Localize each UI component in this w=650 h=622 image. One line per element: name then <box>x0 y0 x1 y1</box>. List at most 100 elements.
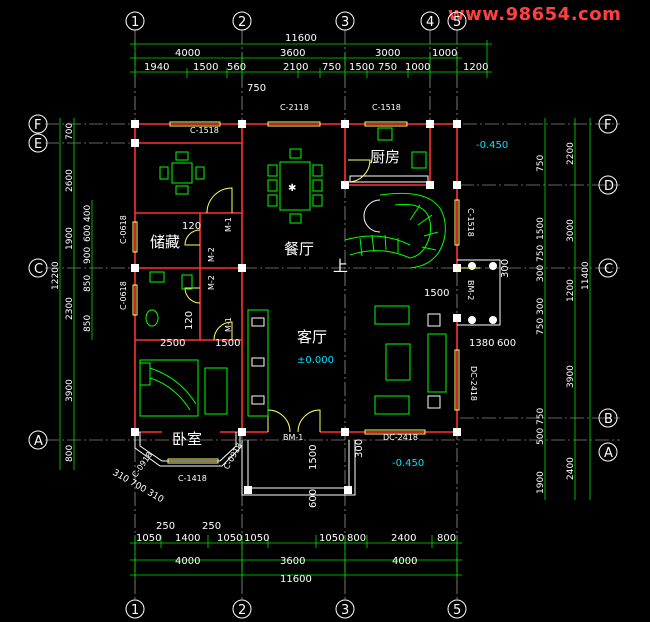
axis-right-D: D <box>604 179 614 194</box>
label-up: 上 <box>333 257 348 275</box>
dim-right-500: 500 <box>536 428 546 445</box>
label-1380: 1380 <box>469 338 494 349</box>
dim-right-1500: 1500 <box>536 217 546 240</box>
axis-left-C: C <box>34 262 43 277</box>
dim-right-2200: 2200 <box>566 142 576 165</box>
dim-top-1200: 1200 <box>463 62 488 73</box>
dim-bot-total: 11600 <box>280 574 312 585</box>
axis-right-A: A <box>604 446 613 461</box>
dim-top-1000b: 1000 <box>405 62 430 73</box>
dim-left-total: 12200 <box>51 261 61 290</box>
dim-top-3600: 3600 <box>280 48 305 59</box>
label-300-b: 300 <box>500 259 511 278</box>
room-living: 客厅 <box>297 328 327 346</box>
spiral-stair <box>344 192 446 269</box>
dim-bot-1050d: 1050 <box>319 533 344 544</box>
label-600-b: 600 <box>308 489 319 508</box>
room-dining: 餐厅 <box>284 240 314 258</box>
label-elev-bottom: -0.450 <box>392 458 424 469</box>
label-m1-a: M-1 <box>224 217 233 232</box>
dim-right-750c: 750 <box>536 318 546 335</box>
dim-right-750b: 750 <box>536 245 546 262</box>
furniture: ✱ <box>139 127 447 417</box>
label-elev-top: -0.450 <box>476 140 508 151</box>
room-bedroom: 卧室 <box>172 430 202 448</box>
top-dimensions: 11600 4000 3600 3000 1000 1940 1500 560 … <box>130 33 492 94</box>
watermark-logo: www.98654.com <box>448 4 622 25</box>
label-1500-b: 1500 <box>215 338 240 349</box>
dim-bot-1050c: 1050 <box>244 533 269 544</box>
dim-bot-4000b: 4000 <box>392 556 417 567</box>
dim-left-2300: 2300 <box>65 297 75 320</box>
label-120-a: 120 <box>182 221 201 232</box>
label-m1-b: M-1 <box>224 317 233 332</box>
axis-bottom-5: 5 <box>453 603 461 618</box>
dining-set-small <box>159 151 205 195</box>
dim-top-1500a: 1500 <box>193 62 218 73</box>
label-c0918-a: C-0918 <box>130 450 154 479</box>
dim-left-2600: 2600 <box>65 169 75 192</box>
label-c1518-stair: C-1518 <box>466 208 475 237</box>
axis-right-C: C <box>604 262 613 277</box>
axis-lines <box>45 30 620 600</box>
dim-top-2100: 2100 <box>283 62 308 73</box>
room-kitchen: 厨房 <box>370 148 400 166</box>
label-bm1: BM-1 <box>283 433 303 442</box>
dim-left-850a: 850 <box>83 275 93 292</box>
dim-right-3000: 3000 <box>566 219 576 242</box>
dim-top-750-extra: 750 <box>247 83 266 94</box>
label-bm2: BM-2 <box>466 280 475 300</box>
dim-left-900: 900 <box>83 247 93 264</box>
tv-cabinet <box>247 309 269 417</box>
dim-top-4000: 4000 <box>175 48 200 59</box>
dim-right-1200: 1200 <box>566 279 576 302</box>
dim-right-3900: 3900 <box>566 365 576 388</box>
bottom-dimensions: 1050 1400 1050 1050 1050 800 2400 800 40… <box>130 521 462 585</box>
dim-top-1500b: 1500 <box>349 62 374 73</box>
dim-bot-4000a: 4000 <box>175 556 200 567</box>
dim-bot-800b: 800 <box>437 533 456 544</box>
axis-right-B: B <box>604 412 613 427</box>
living-sofa-set <box>374 305 447 415</box>
axis-top-3: 3 <box>341 15 349 30</box>
axis-bottom-3: 3 <box>341 603 349 618</box>
dim-bot-800a: 800 <box>347 533 366 544</box>
label-c1418: C-1418 <box>178 474 207 483</box>
label-1500-c: 1500 <box>308 445 319 470</box>
storage-fixtures <box>145 271 193 327</box>
axis-left-E: E <box>34 137 42 152</box>
axis-top-5: 5 <box>453 15 461 30</box>
axis-right-F: F <box>604 118 611 133</box>
dim-left-3900: 3900 <box>65 379 75 402</box>
right-dimensions: 750 1500 750 300 300 750 750 500 1900 22… <box>536 118 591 500</box>
dim-right-1900: 1900 <box>536 471 546 494</box>
label-c2118: C-2118 <box>280 103 309 112</box>
label-elev-floor: ±0.000 <box>297 355 334 366</box>
label-c1518-top: C-1518 <box>190 126 219 135</box>
label-1500-a: 1500 <box>424 288 449 299</box>
dim-bot-1400: 1400 <box>175 533 200 544</box>
axis-left-F: F <box>34 118 41 133</box>
kitchen-fixtures <box>349 127 429 183</box>
dim-right-total: 11400 <box>581 261 591 290</box>
room-storage: 储藏 <box>150 233 180 251</box>
label-dc2418-bottom: DC-2418 <box>383 433 418 442</box>
axis-top-1: 1 <box>131 15 139 30</box>
label-m2-b: M-2 <box>207 275 216 290</box>
dim-right-300b: 300 <box>536 298 546 315</box>
dim-right-2400: 2400 <box>566 457 576 480</box>
dim-left-400: 400 <box>83 205 93 222</box>
dim-left-800: 800 <box>65 445 75 462</box>
dim-top-750b: 750 <box>378 62 397 73</box>
svg-text:✱: ✱ <box>288 183 296 194</box>
axis-bottom-1: 1 <box>131 603 139 618</box>
dim-bot-250a: 250 <box>156 521 175 532</box>
label-120-b: 120 <box>184 311 195 330</box>
label-c0618-b: C-0618 <box>119 281 128 310</box>
dim-top-1000: 1000 <box>432 48 457 59</box>
windows <box>132 121 460 464</box>
dim-right-750a: 750 <box>536 155 546 172</box>
dim-bot-1050b: 1050 <box>217 533 242 544</box>
dim-left-700: 700 <box>65 123 75 140</box>
